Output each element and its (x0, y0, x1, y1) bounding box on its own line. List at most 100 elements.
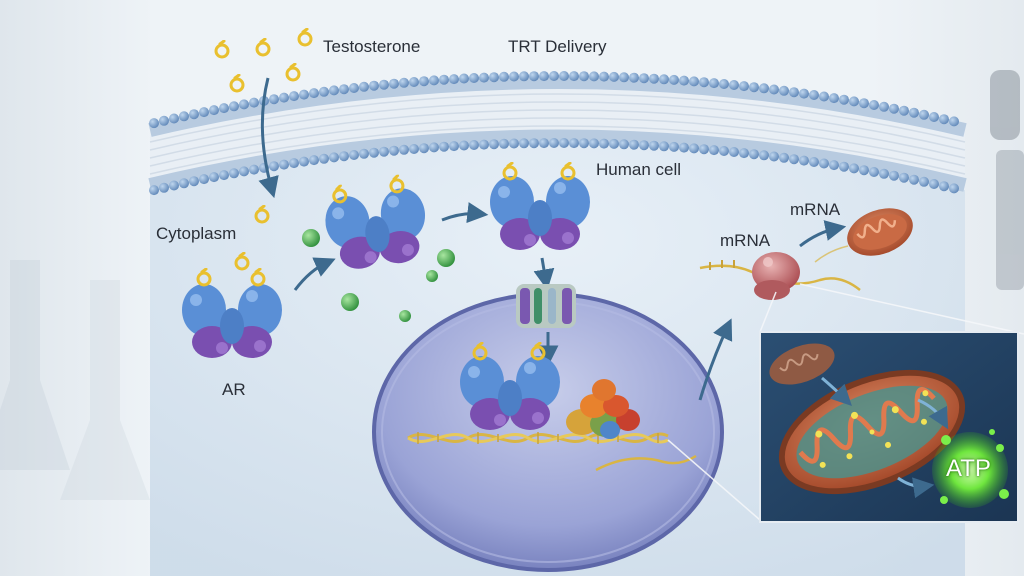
membrane-head (919, 109, 929, 120)
mitochondrion-inset (759, 331, 1019, 523)
membrane-head (419, 76, 429, 87)
entry-arrow (258, 77, 279, 199)
membrane-head (159, 115, 169, 126)
membrane-head (819, 91, 829, 102)
membrane-head (289, 91, 299, 102)
membrane-head (199, 107, 209, 118)
heat-shock-proteins (302, 229, 455, 322)
binding-arrow (293, 257, 336, 291)
membrane-head (269, 94, 279, 105)
mrna-tail (814, 245, 849, 263)
membrane-head (229, 101, 239, 112)
membrane-head (409, 144, 419, 154)
membrane-head (399, 77, 409, 88)
membrane-head (429, 142, 439, 153)
membrane-head (649, 140, 659, 151)
mitochondrion-small (847, 208, 913, 256)
membrane-head (699, 77, 709, 88)
membrane-head (829, 160, 839, 171)
membrane-head (159, 182, 169, 193)
membrane-head (819, 158, 829, 169)
membrane-head (849, 163, 859, 174)
membrane-head (859, 165, 869, 176)
membrane-head (789, 87, 799, 98)
membrane-head (249, 164, 259, 175)
membrane-head (899, 105, 909, 116)
membrane-head (149, 185, 159, 196)
membrane-head (459, 73, 469, 84)
membrane-head (629, 72, 639, 83)
membrane-head (869, 167, 879, 177)
membrane-head (349, 83, 359, 93)
membrane-head (359, 81, 369, 92)
coactivator-complex (566, 379, 640, 439)
cell-membrane (148, 71, 967, 196)
membrane-head (649, 73, 659, 84)
membrane-head (659, 74, 669, 85)
membrane-head (619, 139, 629, 150)
label-mrna-mitochondrion: mRNA (790, 200, 841, 219)
membrane-head (579, 138, 589, 149)
membrane-head (779, 152, 789, 163)
membrane-head (529, 138, 539, 149)
membrane-head (549, 71, 559, 81)
membrane-head (269, 161, 279, 172)
membrane-head (459, 140, 469, 151)
membrane-head (909, 107, 919, 118)
mrna-arrow (799, 220, 847, 248)
membrane-head (689, 143, 699, 154)
membrane-head (849, 96, 859, 107)
membrane-head (939, 114, 949, 125)
membrane-head (939, 181, 949, 192)
membrane-head (589, 71, 599, 82)
label-cytoplasm: Cytoplasm (156, 224, 237, 243)
membrane-head (199, 174, 209, 185)
membrane-head (609, 71, 619, 82)
membrane-head (329, 85, 339, 96)
membrane-head (489, 72, 499, 83)
membrane-head (629, 139, 639, 150)
membrane-head (179, 178, 189, 189)
membrane-head (639, 140, 649, 151)
membrane-head (569, 138, 579, 149)
membrane-head (209, 172, 219, 183)
membrane-head (789, 154, 799, 165)
membrane-head (249, 97, 259, 108)
membrane-head (579, 71, 589, 82)
membrane-head (709, 145, 719, 156)
membrane-head (669, 141, 679, 152)
membrane-head (479, 139, 489, 150)
translocation-arrow (533, 257, 555, 291)
membrane-head (289, 158, 299, 169)
membrane-head (479, 72, 489, 83)
membrane-head (439, 74, 449, 85)
membrane-head (179, 111, 189, 122)
membrane-head (449, 74, 459, 85)
membrane-head (599, 138, 609, 149)
label-ar: AR (222, 380, 246, 399)
membrane-head (669, 74, 679, 85)
membrane-head (749, 82, 759, 93)
membrane-head (469, 140, 479, 150)
membrane-head (929, 179, 939, 189)
membrane-head (799, 88, 809, 99)
membrane-head (899, 172, 909, 183)
membrane-head (699, 144, 709, 155)
membrane-head (509, 138, 519, 149)
membrane-head (619, 72, 629, 83)
membrane-head (279, 159, 289, 170)
membrane-head (759, 83, 769, 94)
membrane-head (189, 176, 199, 187)
membrane-head (859, 98, 869, 109)
membrane-head (359, 148, 369, 159)
membrane-head (539, 138, 549, 149)
membrane-head (719, 79, 729, 89)
membrane-head (339, 151, 349, 162)
membrane-head (239, 166, 249, 177)
membrane-head (409, 77, 419, 87)
membrane-head (879, 101, 889, 112)
membrane-head (369, 147, 379, 158)
membrane-head (799, 155, 809, 166)
membrane-head (759, 150, 769, 161)
